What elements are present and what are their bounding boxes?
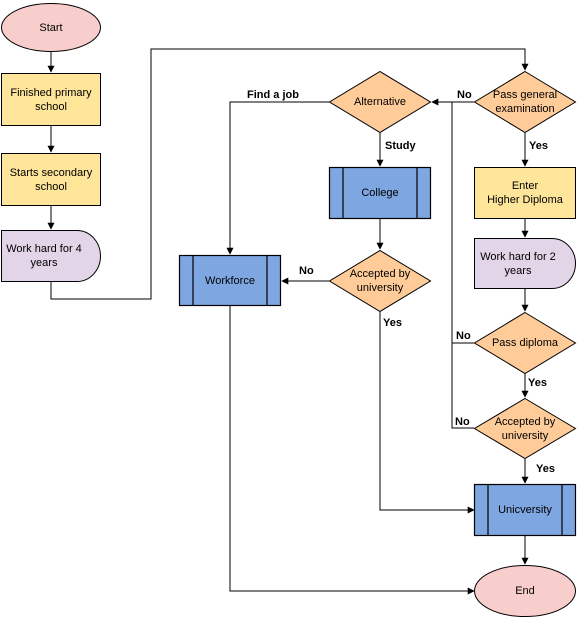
diamond-shape [473, 70, 577, 134]
finished-primary-label: Finished primary school [10, 86, 92, 113]
subprocess-shape [178, 254, 282, 307]
finished-primary-process: Finished primary school [1, 73, 101, 126]
college-subprocess: College [328, 166, 432, 220]
edge-label-no-diploma: No [456, 330, 471, 342]
edge-workforce-to-end [229, 306, 475, 595]
ellipse-shape [474, 565, 576, 617]
rect-shape [1, 153, 101, 206]
starts-secondary-process: Starts secondary school [1, 153, 101, 206]
start-terminal: Start [1, 3, 101, 52]
workforce-label: Workforce [205, 274, 255, 287]
edge-work4-to-exam [50, 48, 529, 300]
subprocess-shape [328, 166, 432, 220]
pass-diploma-label: Pass diploma [491, 337, 559, 349]
starts-secondary-label: Starts secondary school [9, 166, 93, 193]
pass-general-exam-decision: Pass general examination [473, 70, 577, 134]
edge-label-find-a-job: Find a job [247, 89, 299, 101]
diamond-shape [328, 249, 432, 313]
enter-higher-diploma-label: Enter Higher Diploma [487, 180, 563, 206]
diamond-shape [328, 70, 432, 134]
ellipse-shape [1, 3, 101, 52]
pass-diploma-decision: Pass diploma [473, 311, 577, 375]
university-subprocess: Unicversity [473, 483, 577, 537]
accepted-university-right-decision: Accepted by university [473, 397, 577, 460]
end-label: End [515, 585, 535, 597]
edge-label-yes-exam: Yes [529, 140, 548, 152]
edge-accepted-left-yes-to-university [379, 312, 475, 514]
end-terminal: End [474, 565, 576, 617]
college-label: College [361, 187, 399, 199]
edge-alternative-job-to-workforce [226, 101, 329, 255]
work-hard-2-label: Work hard for 2 years [480, 250, 556, 277]
alternative-decision: Alternative [328, 70, 432, 134]
work-hard-4-delay: Work hard for 4 years [1, 230, 101, 282]
edge-label-study: Study [385, 140, 416, 152]
edge-label-no-exam: No [457, 89, 472, 101]
rect-shape [474, 167, 576, 219]
diamond-shape [473, 397, 577, 460]
university-label: Unicversity [498, 504, 552, 516]
edge-label-yes-accepted-left: Yes [383, 317, 402, 329]
work-hard-2-delay: Work hard for 2 years [474, 238, 576, 289]
accepted-university-right-label: Accepted by university [494, 415, 556, 442]
edge-pass-diploma-no-loop [451, 102, 474, 344]
rect-shape [1, 73, 101, 126]
accepted-university-left-label: Accepted by university [349, 268, 411, 294]
delay-shape [474, 238, 576, 289]
edge-label-no-accepted-right: No [455, 416, 470, 428]
pass-general-exam-label: Pass general examination [492, 89, 558, 115]
edge-accepted-right-no-loop [451, 343, 474, 429]
start-label: Start [39, 21, 63, 34]
edge-label-yes-accepted-right: Yes [536, 463, 555, 475]
work-hard-4-label: Work hard for 4 years [6, 243, 82, 269]
edge-label-no-accepted-left: No [299, 265, 314, 277]
delay-shape [1, 230, 101, 282]
accepted-university-left-decision: Accepted by university [328, 249, 432, 313]
enter-higher-diploma-process: Enter Higher Diploma [474, 167, 576, 219]
subprocess-shape [473, 483, 577, 537]
alternative-label: Alternative [354, 96, 406, 108]
workforce-subprocess: Workforce [178, 254, 282, 307]
diamond-shape [473, 311, 577, 375]
edge-label-yes-diploma: Yes [528, 377, 547, 389]
